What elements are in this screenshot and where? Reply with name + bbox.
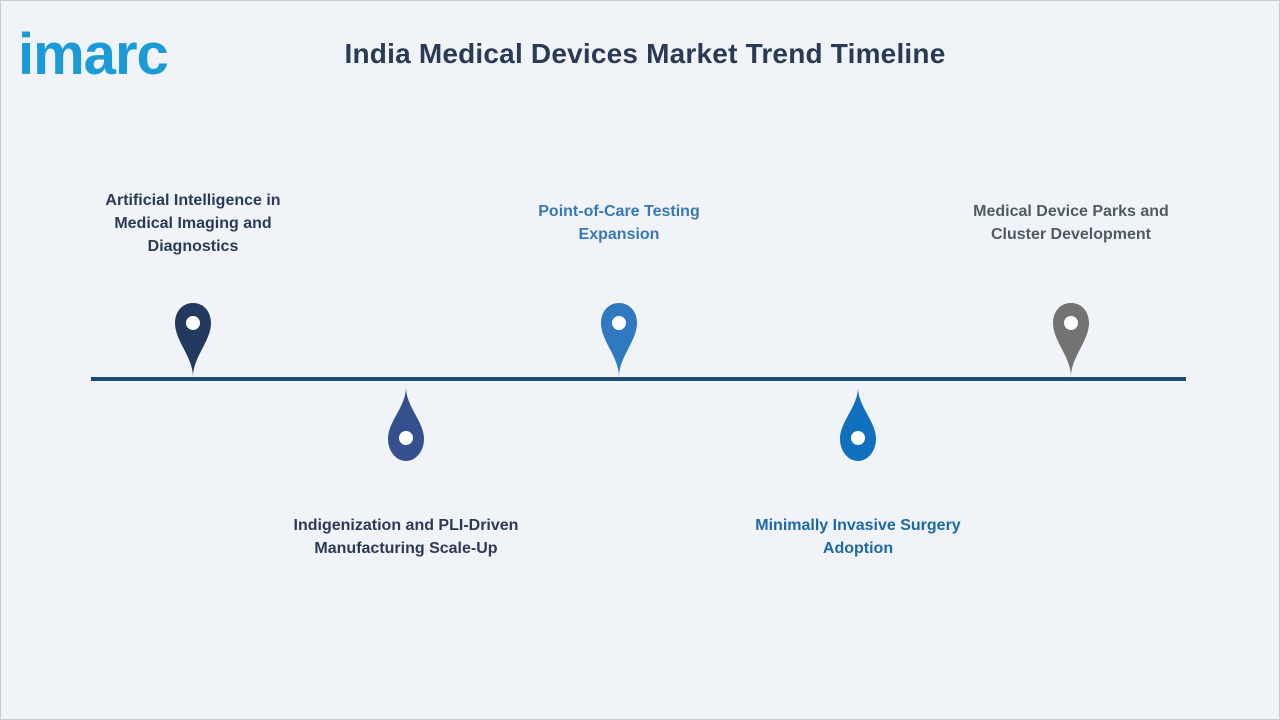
- pin-hole: [186, 316, 200, 330]
- pin-body: [601, 303, 637, 377]
- label-line: Medical Imaging and: [114, 215, 272, 232]
- label-line: Medical Device Parks and: [973, 203, 1169, 220]
- label-line: Manufacturing Scale-Up: [314, 540, 498, 557]
- pin-body: [840, 387, 876, 461]
- pin-body: [388, 387, 424, 461]
- label-line: Expansion: [578, 226, 660, 243]
- pin-hole: [612, 316, 626, 330]
- map-pin-icon: [175, 303, 211, 377]
- label-line: Point-of-Care Testing: [538, 203, 700, 220]
- map-pin-icon: [601, 303, 637, 377]
- label-line: Indigenization and PLI-Driven: [293, 517, 519, 534]
- drop-pin-icon: [840, 387, 876, 461]
- timeline-item-label: Artificial Intelligence in Medical Imagin…: [63, 189, 323, 258]
- map-pin-icon: [1053, 303, 1089, 377]
- timeline-line: [91, 377, 1186, 381]
- page-title: India Medical Devices Market Trend Timel…: [344, 38, 946, 69]
- pin-body: [1053, 303, 1089, 377]
- pin-hole: [851, 431, 865, 445]
- pin-body: [175, 303, 211, 377]
- label-line: Artificial Intelligence in: [105, 192, 281, 209]
- pin-hole: [1064, 316, 1078, 330]
- logo-text: imarc: [18, 22, 168, 80]
- imarc-logo: imarc: [18, 22, 169, 80]
- pin-hole: [399, 431, 413, 445]
- label-line: Cluster Development: [990, 226, 1152, 243]
- drop-pin-icon: [388, 387, 424, 461]
- label-line: Minimally Invasive Surgery: [755, 517, 961, 534]
- label-line: Diagnostics: [147, 238, 239, 255]
- label-line: Adoption: [822, 540, 894, 557]
